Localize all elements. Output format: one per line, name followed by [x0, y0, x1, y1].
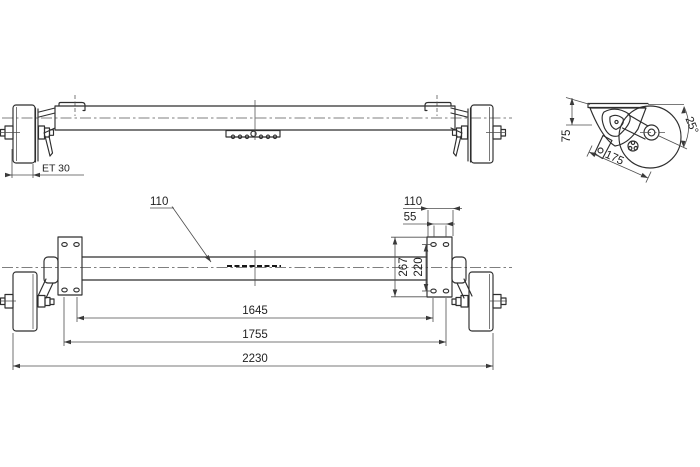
rubber-element-inner	[609, 114, 624, 131]
wheel-end-left-front	[0, 256, 59, 332]
mounting-plate-right	[426, 236, 453, 298]
axle-side-view: ET 30	[0, 95, 512, 178]
wheel-end-right-front	[451, 256, 507, 332]
rubber-element-outer	[601, 108, 631, 137]
shock-tab	[593, 134, 613, 160]
dim-1645-label: 1645	[242, 305, 268, 317]
brake-drum-left-front	[12, 271, 38, 332]
dimension-et30: ET 30	[5, 149, 84, 178]
dim-267-label: 267	[398, 257, 410, 276]
dim-55-label: 55	[404, 212, 417, 224]
dimension-1645: 1645	[76, 297, 434, 322]
dimension-2230: 2230	[12, 333, 494, 370]
dim-220-label: 220	[413, 257, 425, 276]
dim-25deg-label: 25°	[682, 115, 700, 136]
dimension-110-leader: 110	[150, 196, 212, 263]
spring-bracket-left	[58, 101, 86, 112]
spring-bracket-right	[424, 101, 452, 112]
dimension-75: 75	[561, 97, 592, 143]
axle-tube-profile	[589, 107, 647, 147]
brake-drum-left-side	[0, 104, 56, 164]
brake-drum-right-side	[450, 104, 507, 164]
dim-110-bracket-label: 110	[404, 196, 422, 208]
dimension-175: 175	[586, 145, 652, 183]
dim-2230-label: 2230	[242, 353, 268, 365]
dim-et30-label: ET 30	[42, 163, 70, 175]
axle-front-view: 110 110 55 267	[0, 196, 512, 370]
dim-1755-label: 1755	[242, 329, 268, 341]
dimension-55: 55	[403, 212, 455, 237]
dimension-267: 267	[391, 236, 427, 298]
brake-drum-outline	[618, 105, 682, 169]
mounting-plate-left	[57, 236, 83, 296]
center-bracket	[225, 100, 281, 140]
dimension-110-bracket: 110	[403, 196, 462, 237]
dimension-1755: 1755	[63, 297, 447, 346]
arm-section-view: 75 175 25°	[561, 97, 700, 183]
dimension-220: 220	[413, 244, 431, 292]
dim-75-label: 75	[561, 130, 573, 143]
dim-110-tube-label: 110	[150, 196, 168, 208]
